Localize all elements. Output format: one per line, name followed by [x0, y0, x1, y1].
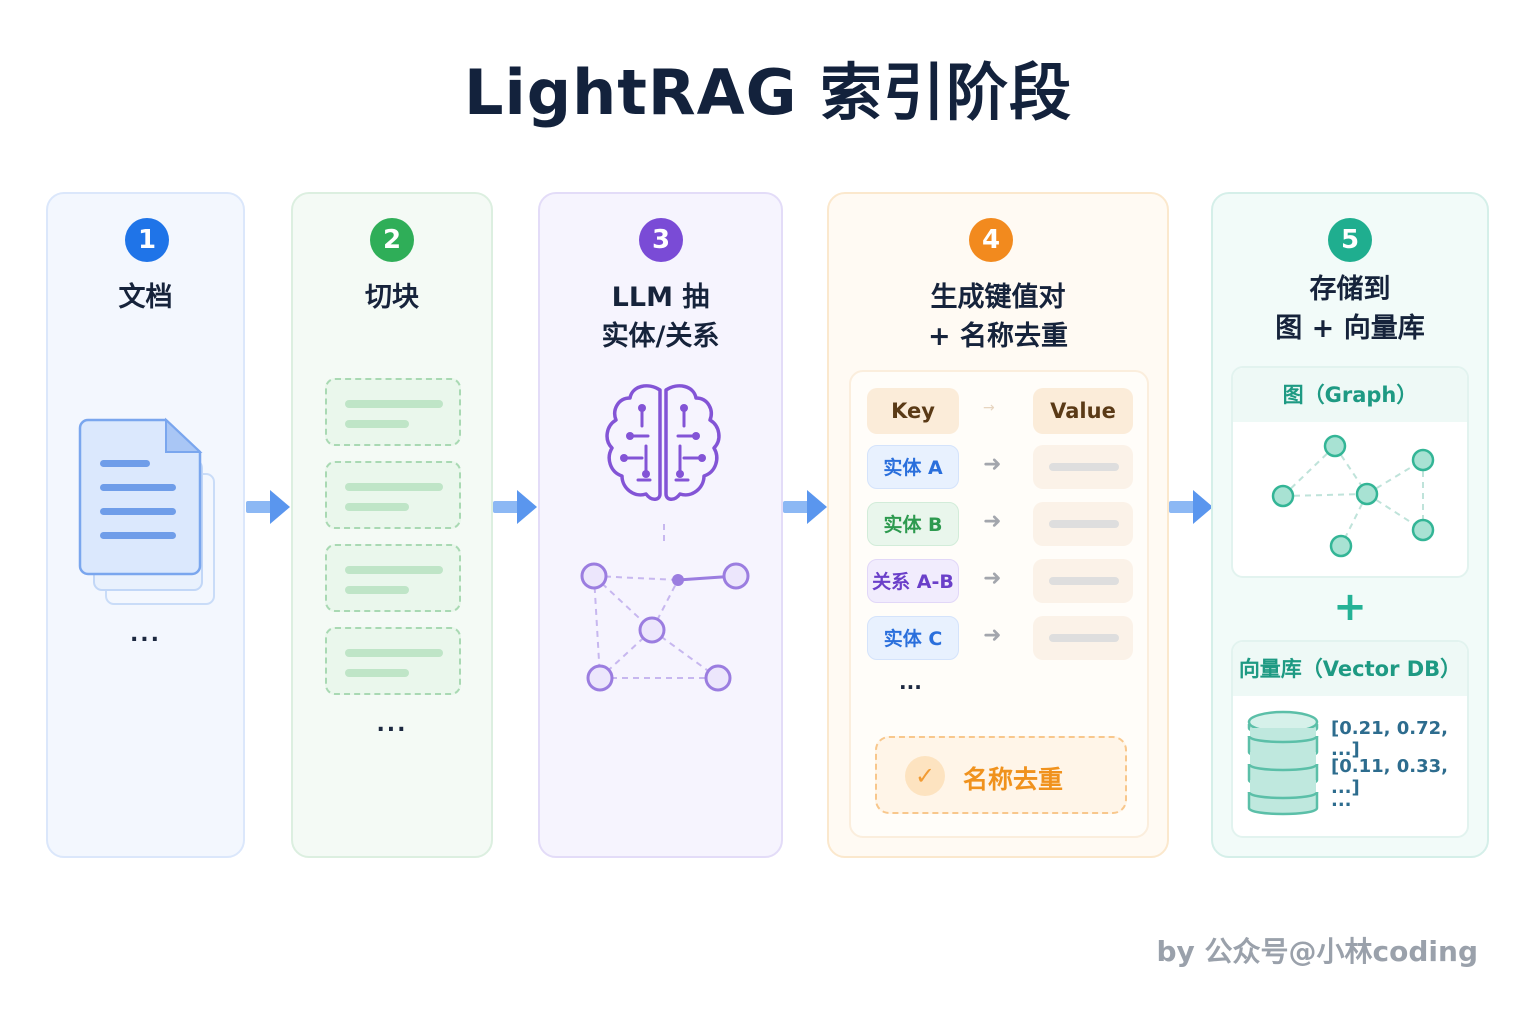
flow-arrow-icon — [246, 490, 290, 524]
page-title: LightRAG 索引阶段 — [463, 56, 1073, 129]
step-chunking-panel: 2 切块 ... — [291, 192, 493, 858]
step-llm-extract-panel: 3 LLM 抽 实体/关系 — [538, 192, 783, 858]
database-icon — [1247, 710, 1319, 816]
value-placeholder — [1033, 616, 1133, 660]
step-number-badge: 2 — [370, 218, 414, 262]
author-credit: by 公众号@小林coding — [1156, 935, 1479, 968]
value-placeholder — [1033, 559, 1133, 603]
knowledge-graph-icon — [1271, 434, 1435, 558]
flow-arrow-icon — [493, 490, 537, 524]
step-number-badge: 1 — [125, 218, 169, 262]
entity-key-chip: 实体 A — [867, 445, 959, 489]
step-title: 生成键值对 + 名称去重 — [927, 282, 1069, 352]
text-chunk — [325, 627, 461, 695]
more-indicator: ... — [376, 712, 408, 737]
value-placeholder — [1033, 445, 1133, 489]
step-number-badge: 3 — [639, 218, 683, 262]
value-placeholder — [1033, 502, 1133, 546]
arrow-right-icon: ➜ — [983, 623, 1002, 648]
graph-store-label: 图（Graph） — [1233, 368, 1467, 422]
vector-store-label: 向量库（Vector DB） — [1233, 642, 1467, 696]
check-icon: ✓ — [905, 756, 945, 796]
vector-store-box: 向量库（Vector DB） [0.21, 0.72, ...] [0.11, … — [1231, 640, 1469, 838]
step-title: 存储到 图 + 向量库 — [1275, 274, 1425, 344]
step-title: 切块 — [365, 282, 419, 313]
arrow-right-icon: ➜ — [983, 566, 1002, 591]
arrow-right-icon: ➜ — [983, 509, 1002, 534]
vector-embedding: [0.21, 0.72, ...] — [1331, 718, 1448, 760]
key-column-header: Key — [867, 388, 959, 434]
step-documents-panel: 1 文档 ... — [46, 192, 245, 858]
name-dedup-box: ✓ 名称去重 — [875, 736, 1127, 814]
key-value-table: Key → Value 实体 A ➜ 实体 B ➜ 关系 A-B ➜ 实体 C … — [849, 370, 1149, 838]
brain-icon — [605, 384, 721, 501]
more-indicator: ... — [1331, 790, 1352, 811]
step-number-badge: 4 — [969, 218, 1013, 262]
entity-relation-graph-icon — [580, 524, 750, 692]
step-title: LLM 抽 实体/关系 — [601, 282, 720, 352]
text-chunk — [325, 378, 461, 446]
step-storage-panel: 5 存储到 图 + 向量库 图（Graph） + 向量库（Vector DB） — [1211, 192, 1489, 858]
entity-key-chip: 实体 C — [867, 616, 959, 660]
arrow-right-icon: ➜ — [983, 452, 1002, 477]
dedup-label: 名称去重 — [963, 765, 1064, 794]
flow-arrow-icon — [783, 490, 827, 524]
graph-store-box: 图（Graph） — [1231, 366, 1469, 578]
relation-key-chip: 关系 A-B — [867, 559, 959, 603]
entity-key-chip: 实体 B — [867, 502, 959, 546]
text-chunk — [325, 461, 461, 529]
document-icon — [78, 417, 215, 605]
arrow-right-icon: → — [983, 400, 995, 416]
step-number-badge: 5 — [1328, 218, 1372, 262]
plus-icon: + — [1333, 584, 1367, 630]
more-indicator: ... — [129, 622, 162, 647]
more-indicator: ... — [899, 670, 922, 694]
vector-embedding: [0.11, 0.33, ...] — [1331, 756, 1448, 798]
value-column-header: Value — [1033, 388, 1133, 434]
text-chunk — [325, 544, 461, 612]
step-title: 文档 — [118, 282, 173, 313]
flow-arrow-icon — [1169, 490, 1213, 524]
step-kv-generation-panel: 4 生成键值对 + 名称去重 Key → Value 实体 A ➜ 实体 B ➜… — [827, 192, 1169, 858]
